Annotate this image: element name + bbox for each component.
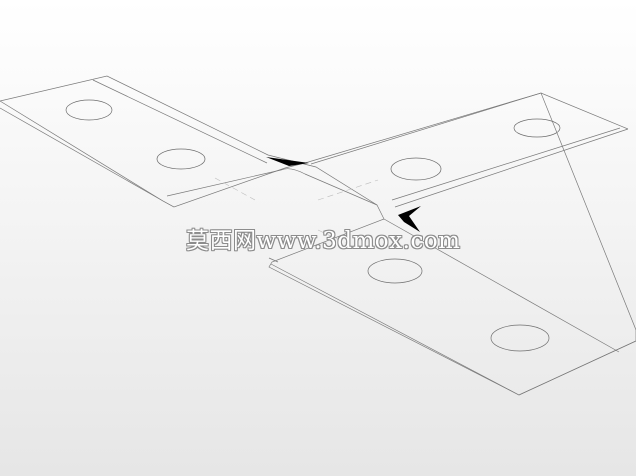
bolt-hole xyxy=(390,157,442,181)
bolt-holes xyxy=(65,99,561,352)
right-arm-inner-edge xyxy=(391,127,621,201)
stem-arm-corner xyxy=(268,257,279,263)
center-corner-edge xyxy=(280,168,378,206)
center-line xyxy=(317,229,351,246)
weld-marks xyxy=(266,157,421,232)
right-arm-front-edge xyxy=(394,128,629,208)
bolt-hole xyxy=(490,324,550,352)
weld-mark xyxy=(266,157,309,166)
left-arm-inner-edge xyxy=(92,79,268,164)
bolt-hole xyxy=(367,258,423,284)
center-lines xyxy=(214,177,379,246)
right-arm xyxy=(310,92,629,208)
stem-arm xyxy=(268,218,636,396)
watermark-text: 莫西网www.3dmox.com xyxy=(186,228,461,254)
bolt-hole xyxy=(156,148,206,170)
stem-arm-inner-edge xyxy=(383,218,620,353)
center-line xyxy=(214,177,256,201)
bolt-hole xyxy=(65,99,113,121)
right-arm-top-edge xyxy=(310,92,629,165)
left-arm-lower-edge xyxy=(0,107,175,208)
weld-mark xyxy=(398,206,421,232)
bolt-hole xyxy=(513,118,561,138)
stem-arm-bottom-edge xyxy=(270,263,636,396)
center-line xyxy=(317,179,379,201)
